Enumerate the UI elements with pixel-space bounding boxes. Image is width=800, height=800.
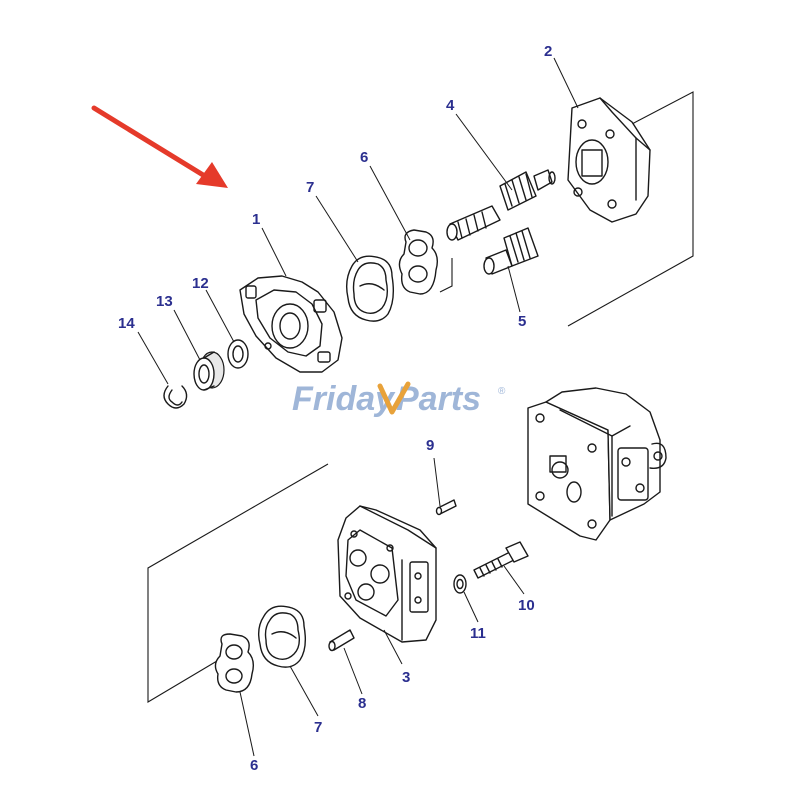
part-12-washer [227, 339, 249, 369]
callout-11: 11 [470, 625, 486, 642]
watermark-logo: Friday Parts ® [292, 380, 506, 418]
callout-4: 4 [446, 97, 455, 114]
pointer-arrow [91, 105, 228, 188]
assembled-pump [527, 387, 667, 541]
callout-10: 10 [518, 597, 535, 614]
part-3-rear-housing [337, 505, 437, 643]
upper-frame [439, 91, 694, 327]
callout-14: 14 [118, 315, 135, 332]
callout-3: 3 [402, 669, 410, 686]
part-6-upper-plate [398, 229, 439, 295]
part-7-upper-gasket [345, 255, 395, 322]
part-5-gear [483, 227, 539, 275]
part-6-lower-plate [214, 633, 255, 693]
part-1-housing [239, 275, 343, 373]
watermark-mark: ® [498, 386, 506, 397]
callout-5: 5 [518, 313, 526, 330]
part-8-dowel [328, 629, 355, 652]
watermark-word-2: Parts [396, 380, 481, 418]
part-10-bolt [473, 541, 529, 579]
watermark-swoosh [377, 381, 411, 415]
callout-1: 1 [252, 211, 260, 228]
callout-6-lower: 6 [250, 757, 258, 774]
leader-lines [137, 57, 579, 757]
part-4-shaft [446, 169, 556, 241]
callout-7: 7 [306, 179, 314, 196]
callout-labels: 1 2 3 4 5 6 7 8 9 10 11 12 13 14 7 6 [118, 43, 552, 774]
part-13-bearing [193, 351, 225, 391]
callout-6: 6 [360, 149, 368, 166]
callout-9: 9 [426, 437, 434, 454]
part-14-snap-ring [163, 385, 188, 409]
part-2-cover [567, 97, 651, 223]
lower-frame [147, 463, 329, 703]
part-11-washer [453, 574, 467, 594]
callout-2: 2 [544, 43, 552, 60]
callout-8: 8 [358, 695, 366, 712]
callout-12: 12 [192, 275, 209, 292]
part-7-lower-gasket [257, 605, 307, 668]
callout-7-lower: 7 [314, 719, 322, 736]
part-9-pin [435, 499, 457, 516]
callout-13: 13 [156, 293, 173, 310]
